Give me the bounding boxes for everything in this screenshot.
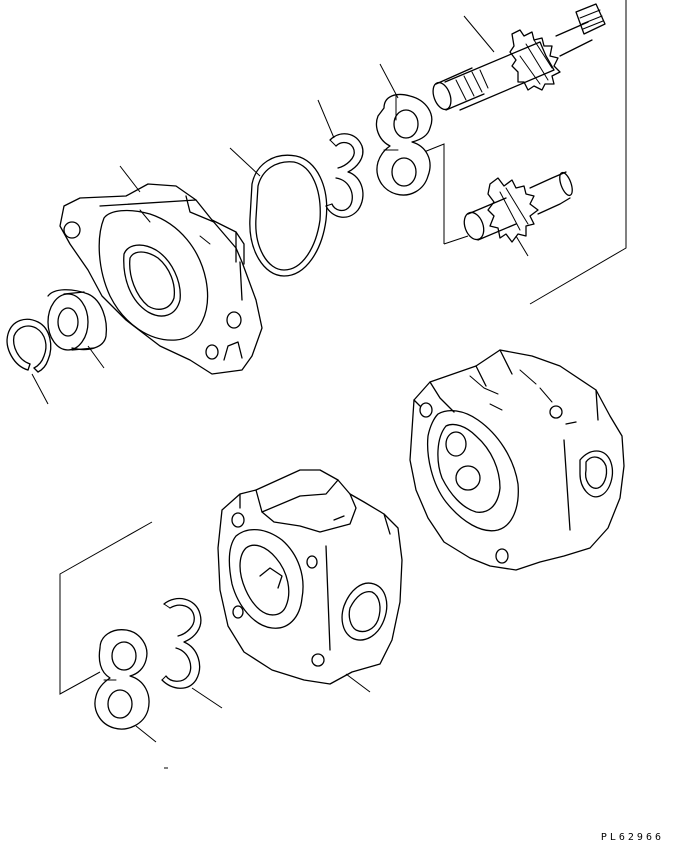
drawing-number-label: PL62966 xyxy=(600,832,664,843)
gear-shaft-long xyxy=(430,4,605,112)
bushing-lower xyxy=(95,630,149,729)
snap-ring-small xyxy=(7,319,51,372)
pump-body-front xyxy=(218,470,402,684)
front-cover xyxy=(60,184,262,374)
pump-body-rear xyxy=(410,350,624,570)
snap-ring-lower xyxy=(162,599,201,689)
bushing-upper xyxy=(377,95,432,196)
o-ring xyxy=(250,155,327,276)
leader-lines xyxy=(32,16,528,768)
gear-shaft-short xyxy=(461,171,575,242)
bracket-lines-lower xyxy=(60,522,152,694)
snap-ring-upper xyxy=(326,134,363,217)
oil-seal xyxy=(48,290,106,350)
bracket-lines-upper xyxy=(424,0,626,304)
